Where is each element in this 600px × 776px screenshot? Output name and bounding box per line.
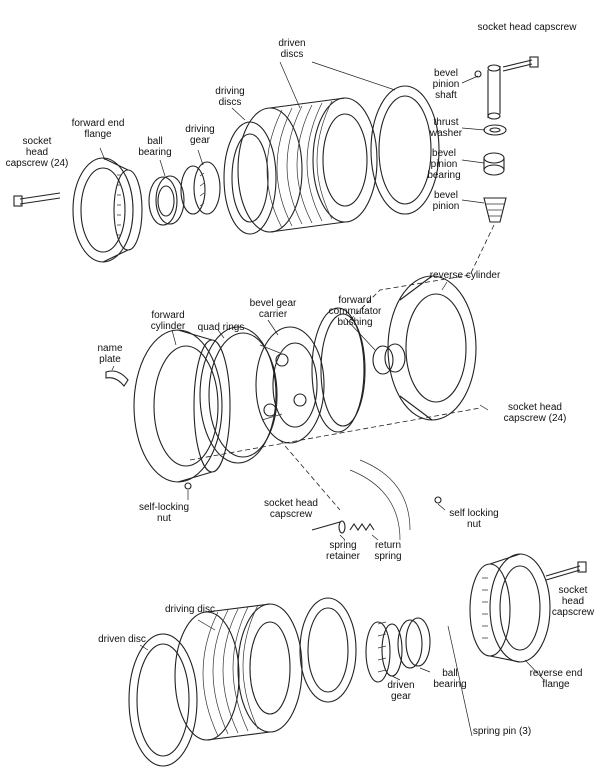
label-driving-gear: driving gear [185, 124, 215, 146]
forward-cylinder-part [133, 329, 231, 483]
label-reverse-end-flange: reverse end flange [529, 668, 583, 690]
disc-stack-bottom [174, 603, 303, 741]
label-driving-discs: driving discs [215, 86, 245, 108]
label-forward-end-flange: forward end flange [71, 118, 125, 140]
driving-gear [180, 161, 221, 215]
label-return-spring: return spring [374, 540, 402, 562]
label-socket-head-capscrew-24-right: socket head capscrew (24) [503, 402, 567, 424]
bevel-pinion-part [483, 197, 507, 223]
bevel-pinion-bearing-part [483, 152, 505, 176]
quad-rings-part [199, 326, 278, 464]
label-bevel-gear-carrier: bevel gear carrier [249, 298, 297, 320]
label-driven-discs: driven discs [278, 38, 306, 60]
label-socket-head-capscrew-bottom: socket head capscrew [551, 585, 595, 618]
return-spring-part [311, 520, 375, 534]
driving-disc-bottom-part [299, 597, 357, 703]
label-self-locking-nut-left: self-locking nut [138, 502, 190, 524]
quad-rings-second [311, 307, 366, 433]
reverse-cylinder-part [387, 275, 477, 421]
label-quad-rings: quad rings [197, 322, 245, 333]
disc-stack-top [237, 97, 378, 233]
label-forward-commutator-bushing: forward commutator bushing [328, 295, 382, 328]
label-self-locking-nut-right: self locking nut [449, 508, 499, 530]
label-bevel-pinion-bearing: bevel pinion bearing [427, 148, 461, 181]
label-thrust-washer: thrust washer [429, 117, 463, 139]
label-socket-head-capscrew-mid: socket head capscrew [264, 498, 318, 520]
thrust-washer-part [483, 124, 507, 136]
label-spring-retainer: spring retainer [326, 540, 360, 562]
label-socket-head-capscrew-top: socket head capscrew [477, 22, 577, 33]
driven-gear-part [365, 621, 403, 683]
driven-disc-bottom-part [128, 633, 198, 767]
name-plate-part [105, 370, 129, 387]
label-ball-bearing-bottom: ball bearing [433, 668, 467, 690]
label-bevel-pinion: bevel pinion [432, 190, 460, 212]
driven-disc-top [370, 85, 440, 215]
label-driven-gear: driven gear [387, 680, 415, 702]
forward-commutator-bushing-part [372, 343, 406, 375]
label-ball-bearing-top: ball bearing [138, 136, 172, 158]
ball-bearing-top [148, 175, 185, 226]
label-driving-disc: driving disc [164, 604, 216, 615]
bevel-gear-carrier-part [255, 326, 325, 444]
socket-head-capscrew-bottom-part [545, 561, 587, 581]
ball-bearing-bottom-part [397, 617, 431, 669]
reverse-end-flange-part [469, 553, 551, 663]
bevel-pinion-shaft-part [474, 64, 501, 120]
label-name-plate: name plate [97, 343, 123, 365]
label-socket-head-capscrew-24-left: socket head capscrew (24) [5, 136, 69, 169]
label-forward-cylinder: forward cylinder [150, 310, 186, 332]
socket-head-capscrew-left [13, 192, 61, 207]
socket-head-capscrew-top-part [502, 56, 539, 72]
label-driven-disc: driven disc [98, 634, 146, 645]
forward-end-flange [72, 157, 143, 263]
driving-discs-top [223, 121, 277, 235]
label-reverse-cylinder: reverse cylinder [429, 270, 501, 281]
label-bevel-pinion-shaft: bevel pinion shaft [432, 68, 460, 101]
label-spring-pin: spring pin (3) [472, 726, 532, 737]
